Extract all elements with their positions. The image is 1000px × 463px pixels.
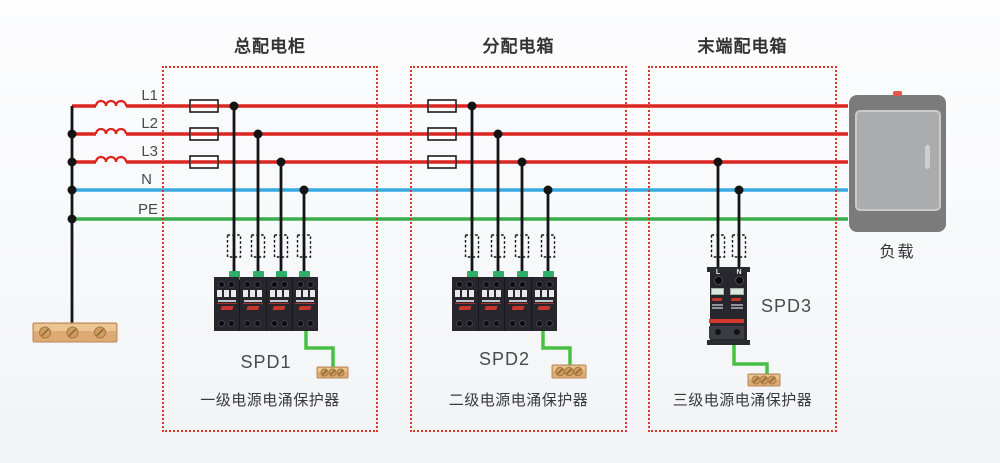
brand-logo-icon <box>511 306 525 310</box>
main-earth-bar-icon <box>32 322 118 343</box>
inductor-icon-l2 <box>94 127 128 135</box>
din-flange <box>707 267 750 272</box>
brand-logo-icon <box>246 306 260 310</box>
inductor-icon-l1 <box>94 99 128 107</box>
terminal-tab-icon <box>252 271 264 280</box>
spd1-earth-bar-icon <box>316 366 349 379</box>
spd3-terminal-label-n: N <box>736 269 742 276</box>
enclosure-box-distribution <box>410 66 627 432</box>
spd2-earth-bar-icon <box>551 364 587 379</box>
brand-logo-icon <box>730 298 742 301</box>
terminal-hole-icon <box>734 329 740 335</box>
fuse-icon <box>427 155 457 169</box>
spd2-label: SPD2 <box>478 349 531 369</box>
fuse-icon <box>427 127 457 141</box>
caption-level1: 一级电源电涌保护器 <box>200 392 340 409</box>
terminal-tab-icon <box>466 271 478 280</box>
load-device <box>849 91 946 232</box>
brand-logo-icon <box>298 306 313 310</box>
spd1-tap-wires <box>229 101 309 277</box>
line-label-l2: L2 <box>141 115 158 132</box>
section-title-distribution: 分配电箱 <box>482 37 555 56</box>
load-handle <box>925 145 930 169</box>
spd1-device <box>214 271 318 331</box>
spd-module <box>240 277 266 331</box>
terminal-tab-icon <box>516 271 528 280</box>
brand-logo-icon <box>537 306 551 310</box>
spd-module <box>214 277 240 331</box>
spd2-tap-wires <box>467 101 553 277</box>
spd2-ground-wire <box>541 331 572 365</box>
red-stripe <box>709 319 744 323</box>
terminal-tab-icon <box>492 271 504 280</box>
spd-module <box>266 277 292 331</box>
caption-level3: 三级电源电涌保护器 <box>672 392 813 409</box>
spd3-earth-bar-icon <box>747 373 781 387</box>
disconnector-icons <box>226 234 747 258</box>
section-title-terminal: 末端配电箱 <box>697 37 788 56</box>
line-label-l1: L1 <box>141 87 158 104</box>
spd3-ground-wire <box>732 340 769 374</box>
spd3-label: SPD3 <box>761 296 813 316</box>
spd1-ground-wire <box>304 331 335 367</box>
fuse-icon <box>189 155 219 169</box>
spd3-terminal-label-l: L <box>715 269 721 276</box>
line-label-l3: L3 <box>141 143 158 160</box>
status-window-icon <box>730 288 744 295</box>
caption-level2: 二级电源电涌保护器 <box>448 392 589 409</box>
terminal-hole-icon <box>734 276 744 285</box>
spd1-label: SPD1 <box>240 352 292 372</box>
spd-module <box>452 277 478 331</box>
spd-module <box>292 277 318 331</box>
terminal-tab-icon <box>542 271 554 280</box>
brand-logo-icon <box>272 306 286 310</box>
spd-module <box>505 277 531 331</box>
terminal-hole-icon <box>715 329 721 335</box>
status-window-icon <box>711 288 724 295</box>
spd3-tap-wires <box>713 157 744 268</box>
terminal-tab-icon <box>228 271 240 280</box>
load-label: 负载 <box>879 244 916 261</box>
enclosure-box-main-cabinet <box>162 66 378 432</box>
load-top-tab <box>893 91 902 96</box>
fuse-icon <box>189 99 219 113</box>
entrance-earth-drop <box>67 106 77 324</box>
terminal-hole-icon <box>713 276 723 285</box>
spd-module <box>531 277 557 331</box>
spd3-device: L N <box>707 267 750 345</box>
brand-logo-icon <box>219 306 234 310</box>
section-title-main-cabinet: 总配电柜 <box>234 37 306 56</box>
spd2-device <box>452 271 557 331</box>
fuse-icon <box>427 99 457 113</box>
enclosure-box-terminal <box>648 66 837 432</box>
terminal-tab-icon <box>298 271 310 280</box>
brand-logo-icon <box>711 298 723 301</box>
inductor-icon-l3 <box>94 155 128 163</box>
terminal-tab-icon <box>275 271 287 280</box>
brand-logo-icon <box>484 306 498 310</box>
fuse-icon <box>189 127 219 141</box>
din-flange <box>707 340 750 345</box>
line-label-pe: PE <box>137 201 158 218</box>
spd-module <box>478 277 504 331</box>
line-label-n: N <box>141 171 152 188</box>
brand-logo-icon <box>458 306 472 310</box>
